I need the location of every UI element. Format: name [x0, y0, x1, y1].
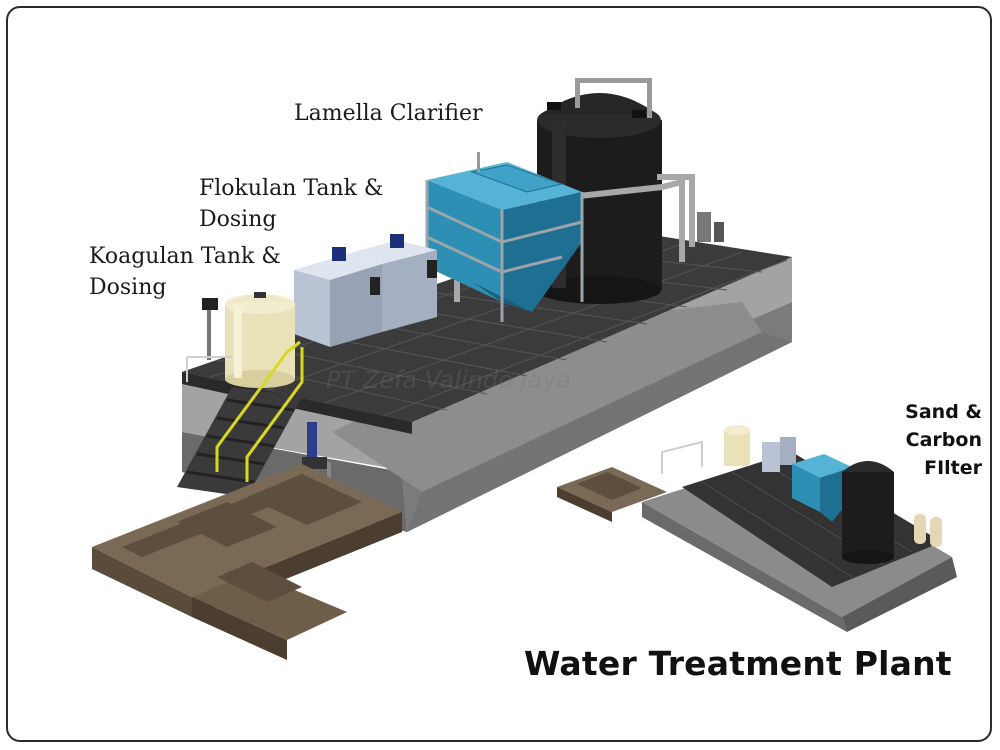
inlet-pipe	[302, 422, 331, 490]
label-sand-line2: Carbon	[905, 429, 982, 451]
label-lamella-clarifier: Lamella Clarifier	[294, 101, 483, 126]
plant-illustration	[92, 78, 957, 660]
koagulan-tank	[202, 292, 295, 388]
label-koagulan-line2: Dosing	[89, 275, 167, 300]
right-pump-set	[697, 212, 724, 242]
watermark: PT Zefa Valindo Jaya	[326, 366, 572, 394]
label-sand-line1: Sand &	[905, 401, 982, 423]
lamella-clarifier	[425, 152, 584, 322]
equalization-basin	[92, 464, 402, 660]
flokulan-dosing-tanks	[294, 234, 437, 347]
sand-carbon-filter-vessels	[914, 514, 942, 547]
small-dosing-tanks	[762, 437, 796, 472]
diagram-frame: PT Zefa Valindo Jaya Lamella Clarifier F…	[6, 6, 992, 742]
small-black-tank	[842, 461, 894, 564]
small-cream-tank	[724, 425, 750, 466]
label-flokulan-line1: Flokulan Tank &	[199, 176, 384, 201]
label-flokulan-line2: Dosing	[199, 207, 277, 232]
diagram-title: Water Treatment Plant	[524, 644, 952, 683]
small-handrail	[661, 440, 703, 474]
label-sand-line3: FIlter	[924, 457, 982, 479]
access-stairs	[177, 340, 304, 497]
small-basin	[557, 467, 667, 522]
left-handrail	[186, 356, 232, 382]
label-koagulan-line1: Koagulan Tank &	[89, 244, 281, 269]
